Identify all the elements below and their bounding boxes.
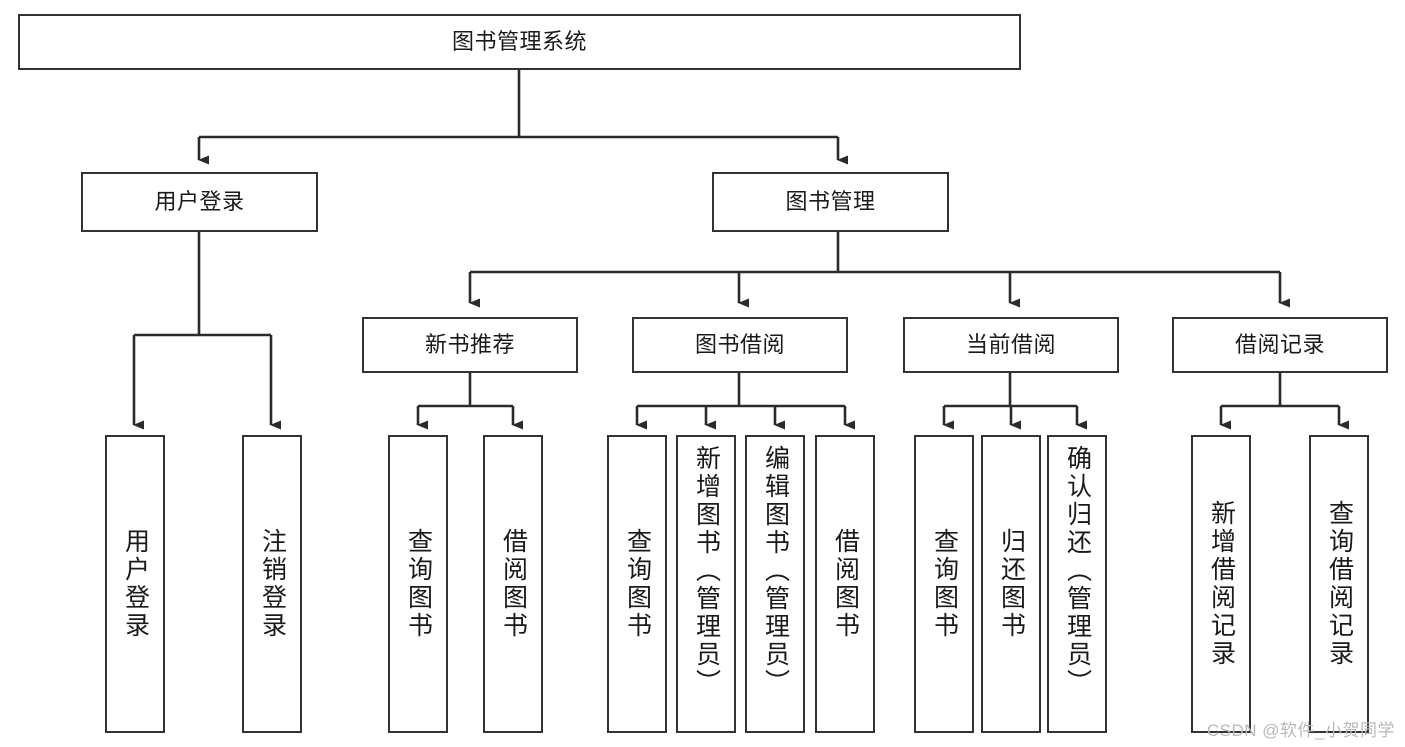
leaf-borrow-query-book[interactable]: 查询图书 — [607, 435, 667, 733]
leaf-user-login-signout[interactable]: 注销登录 — [242, 435, 302, 733]
node-book-borrow[interactable]: 图书借阅 — [632, 317, 848, 373]
leaf-record-query[interactable]: 查询借阅记录 — [1309, 435, 1369, 733]
leaf-new-book-borrow-label: 借阅图书 — [499, 528, 528, 640]
leaf-borrow-edit-book-admin[interactable]: 编辑图书（管理员） — [745, 435, 805, 733]
node-current-borrow-label: 当前借阅 — [965, 332, 1056, 358]
leaf-record-add-label: 新增借阅记录 — [1207, 500, 1236, 668]
leaf-user-login-signout-label: 注销登录 — [258, 528, 287, 640]
node-book-borrow-label: 图书借阅 — [694, 332, 785, 358]
node-borrow-record-label: 借阅记录 — [1234, 332, 1325, 358]
leaf-new-book-borrow[interactable]: 借阅图书 — [483, 435, 543, 733]
node-current-borrow[interactable]: 当前借阅 — [903, 317, 1119, 373]
leaf-borrow-add-book-admin[interactable]: 新增图书（管理员） — [676, 435, 736, 733]
node-borrow-record[interactable]: 借阅记录 — [1172, 317, 1388, 373]
leaf-borrow-borrow-book-label: 借阅图书 — [831, 528, 860, 640]
leaf-current-confirm-return-admin-label: 确认归还（管理员） — [1063, 445, 1092, 697]
leaf-borrow-borrow-book[interactable]: 借阅图书 — [815, 435, 875, 733]
node-new-book-recommend[interactable]: 新书推荐 — [362, 317, 578, 373]
node-user-login-label: 用户登录 — [154, 189, 245, 215]
leaf-borrow-edit-book-admin-label: 编辑图书（管理员） — [761, 445, 790, 697]
node-user-login[interactable]: 用户登录 — [81, 172, 318, 232]
node-book-management-label: 图书管理 — [785, 189, 876, 215]
leaf-record-query-label: 查询借阅记录 — [1325, 500, 1354, 668]
leaf-user-login-signin[interactable]: 用户登录 — [105, 435, 165, 733]
leaf-current-query-book[interactable]: 查询图书 — [914, 435, 974, 733]
leaf-user-login-signin-label: 用户登录 — [121, 528, 150, 640]
leaf-new-book-query[interactable]: 查询图书 — [388, 435, 448, 733]
leaf-current-query-book-label: 查询图书 — [930, 528, 959, 640]
node-new-book-recommend-label: 新书推荐 — [424, 332, 515, 358]
leaf-record-add[interactable]: 新增借阅记录 — [1191, 435, 1251, 733]
watermark: CSDN @软件_小贺同学 — [1206, 721, 1395, 740]
node-root-label: 图书管理系统 — [451, 29, 587, 55]
node-root[interactable]: 图书管理系统 — [18, 14, 1021, 70]
leaf-current-confirm-return-admin[interactable]: 确认归还（管理员） — [1047, 435, 1107, 733]
leaf-current-return-book[interactable]: 归还图书 — [981, 435, 1041, 733]
node-book-management[interactable]: 图书管理 — [712, 172, 949, 232]
leaf-borrow-add-book-admin-label: 新增图书（管理员） — [692, 445, 721, 697]
leaf-new-book-query-label: 查询图书 — [404, 528, 433, 640]
leaf-current-return-book-label: 归还图书 — [997, 528, 1026, 640]
leaf-borrow-query-book-label: 查询图书 — [623, 528, 652, 640]
